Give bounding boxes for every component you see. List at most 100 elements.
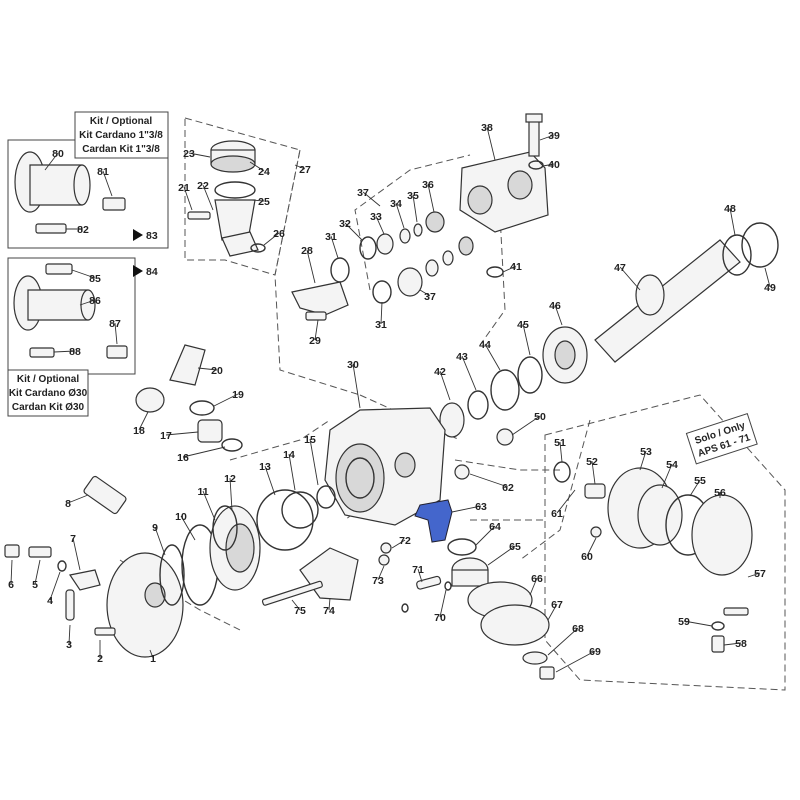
seal-48 xyxy=(722,234,752,276)
leader-line xyxy=(547,603,558,621)
screw-87 xyxy=(106,345,128,359)
callout-p26: 26 xyxy=(263,228,285,246)
part-63-shape xyxy=(414,499,453,543)
part-number-label: 42 xyxy=(434,366,446,378)
seal-12 xyxy=(212,505,238,551)
screw-88 xyxy=(29,347,55,358)
air-chamber-body-25 xyxy=(214,181,256,241)
callout-p33: 33 xyxy=(370,211,385,235)
part-number-label: 8 xyxy=(65,498,71,510)
leader-line xyxy=(377,565,385,581)
leader-line xyxy=(461,355,477,391)
leader-line xyxy=(484,343,501,371)
leader-line xyxy=(439,370,451,401)
pins-70-71 xyxy=(401,575,452,613)
leader-line xyxy=(251,199,265,202)
callout-p19: 19 xyxy=(213,389,244,407)
leader-line xyxy=(138,411,149,431)
part-number-label: 43 xyxy=(456,351,468,363)
callout-p25: 25 xyxy=(251,196,270,208)
o-ring-9 xyxy=(159,544,185,606)
leader-line xyxy=(213,393,239,407)
leader-line xyxy=(288,453,296,491)
leader-line xyxy=(427,183,435,213)
part-number-label: 35 xyxy=(407,190,419,202)
part-number-label: 72 xyxy=(399,535,411,547)
nut-62 xyxy=(454,464,470,480)
arrow-marker-83: 83 xyxy=(133,229,158,242)
leader-line xyxy=(661,463,673,489)
part-number-label: 34 xyxy=(390,198,402,210)
leader-line xyxy=(188,152,211,158)
solo-only-tag: Solo / Only APS 61 - 71 xyxy=(685,413,758,465)
leader-line xyxy=(264,465,276,496)
part-number-label: 3 xyxy=(66,639,72,651)
arrow-marker-84: 84 xyxy=(133,265,158,278)
diaphragm-plate-11 xyxy=(209,505,261,591)
part-number-label: 30 xyxy=(347,359,359,371)
leader-line xyxy=(10,559,13,585)
nut-18 xyxy=(135,387,165,413)
ring-45 xyxy=(517,356,543,394)
callout-p35: 35 xyxy=(407,190,419,223)
part-number-label: 19 xyxy=(232,389,244,401)
part-number-label: 4 xyxy=(47,595,53,607)
leader-line xyxy=(53,350,76,353)
callout-p51: 51 xyxy=(554,437,566,463)
elbow-fitting-20 xyxy=(169,344,206,386)
o-ring-64 xyxy=(447,538,477,556)
leader-line xyxy=(44,152,59,171)
small-parts-left xyxy=(4,544,116,636)
callout-p60: 60 xyxy=(581,537,597,563)
leader-line xyxy=(154,526,166,556)
callout-p38: 38 xyxy=(481,122,496,161)
part-number-label: 41 xyxy=(510,261,522,273)
leader-line xyxy=(451,505,482,513)
callout-p12: 12 xyxy=(224,473,236,511)
part-number-label: 87 xyxy=(109,318,121,330)
part-number-label: 60 xyxy=(581,551,593,563)
o-ring-51 xyxy=(553,461,571,483)
leader-line xyxy=(412,194,418,223)
leader-line xyxy=(555,650,596,673)
leader-line xyxy=(79,299,96,306)
callout-p82: 82 xyxy=(66,224,89,236)
pump-head-38 xyxy=(459,151,549,233)
leader-line xyxy=(547,627,579,656)
o-ring-19 xyxy=(189,400,215,416)
part-number-label: 50 xyxy=(534,411,546,423)
part-number-label: 20 xyxy=(211,365,223,377)
callout-p20: 20 xyxy=(197,365,223,377)
part-number-label: 40 xyxy=(548,159,560,171)
callout-p63: 63 xyxy=(451,501,487,513)
part-number-label: 27 xyxy=(299,164,311,176)
part-number-label: 74 xyxy=(323,605,335,617)
part-number-label: 71 xyxy=(412,564,424,576)
part-number-label: 48 xyxy=(724,203,736,215)
part-number-label: 52 xyxy=(586,456,598,468)
leader-line xyxy=(439,589,447,618)
callout-p53: 53 xyxy=(639,446,652,471)
fitting-52 xyxy=(584,483,606,499)
callout-p42: 42 xyxy=(434,366,451,401)
leader-line xyxy=(197,367,218,371)
leader-line xyxy=(723,642,742,646)
part-number-label: 31 xyxy=(375,319,387,331)
part-number-label: 17 xyxy=(160,430,172,442)
callout-p64: 64 xyxy=(475,521,501,546)
callout-p31b: 31 xyxy=(375,301,387,331)
piston-65 xyxy=(451,557,489,587)
leader-line xyxy=(395,202,405,229)
part-number-label: 15 xyxy=(304,434,316,446)
callout-p40: 40 xyxy=(542,159,560,171)
callout-p58: 58 xyxy=(723,638,747,650)
leader-line xyxy=(419,289,431,297)
part-number-label: 59 xyxy=(678,616,690,628)
part-number-label: 53 xyxy=(640,446,652,458)
leader-line xyxy=(639,450,647,471)
leader-line xyxy=(554,304,563,326)
callout-p67: 67 xyxy=(547,599,563,621)
part-number-label: 31 xyxy=(325,231,337,243)
part-number-label: 82 xyxy=(77,224,89,236)
cardan-flange-shaft-1-3-8 xyxy=(14,151,91,213)
